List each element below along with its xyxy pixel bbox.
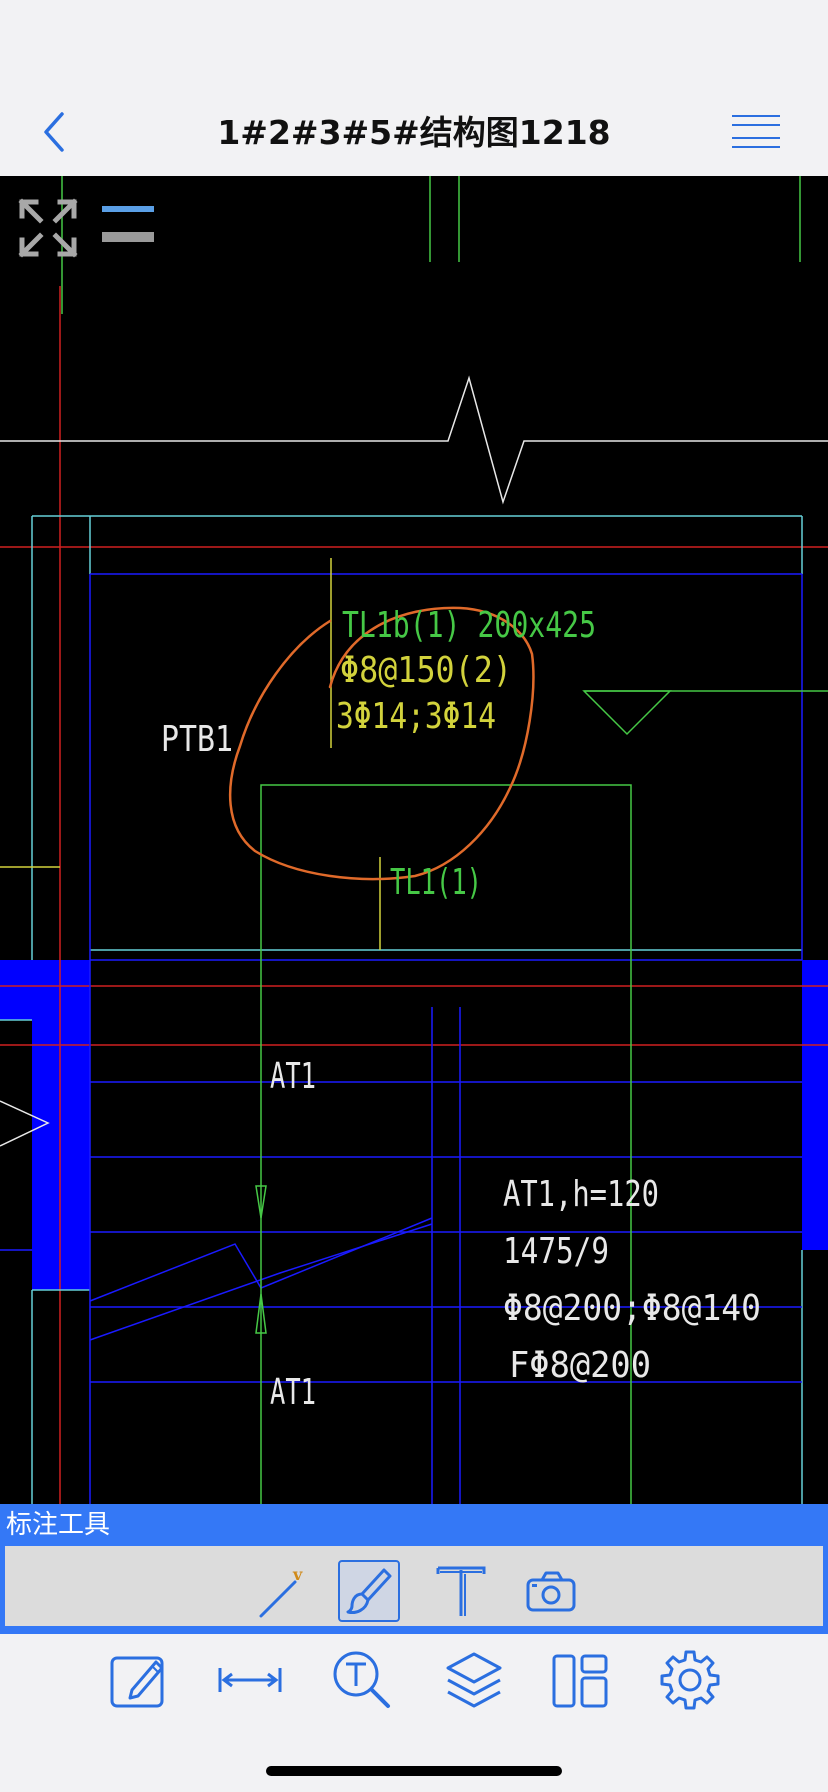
home-indicator[interactable] bbox=[266, 1766, 562, 1776]
settings-button[interactable] bbox=[658, 1648, 722, 1712]
layers-button[interactable] bbox=[442, 1648, 506, 1712]
stair-spec-line-4: FΦ8@200 bbox=[509, 1345, 651, 1386]
layer-toggle-button[interactable] bbox=[100, 202, 156, 252]
chevron-left-icon bbox=[44, 112, 64, 152]
layers-icon bbox=[446, 1652, 502, 1708]
arrow-down-icon bbox=[255, 1185, 267, 1219]
navigation-bar: 1#2#3#5#结构图1218 bbox=[0, 0, 828, 176]
text-t-icon bbox=[436, 1566, 486, 1616]
stair-spec-line-2: 1475/9 bbox=[503, 1231, 609, 1272]
beam-label-tl1: TL1(1) bbox=[390, 862, 482, 903]
measure-button[interactable] bbox=[218, 1648, 282, 1712]
stair-run-outline bbox=[260, 784, 632, 1504]
arrow-up-icon bbox=[255, 1293, 267, 1334]
stair-break-symbol bbox=[89, 1223, 433, 1341]
back-button[interactable] bbox=[36, 104, 80, 160]
brush-icon bbox=[346, 1568, 392, 1614]
edit-icon bbox=[110, 1656, 164, 1708]
beam-rebar-label: 3Φ14;3Φ14 bbox=[336, 696, 496, 737]
wall-fill bbox=[0, 960, 32, 978]
bottom-toolbar bbox=[0, 1634, 828, 1792]
stair-label-at1-bottom: AT1 bbox=[270, 1372, 316, 1413]
layout-button[interactable] bbox=[548, 1648, 612, 1712]
break-line bbox=[0, 375, 828, 505]
svg-text:v: v bbox=[292, 1565, 303, 1584]
wall-fill bbox=[802, 960, 828, 1250]
stair-label-at1-top: AT1 bbox=[270, 1056, 316, 1097]
expand-icon bbox=[18, 198, 78, 258]
menu-button[interactable] bbox=[728, 110, 784, 154]
arrow-right-icon bbox=[0, 1100, 50, 1147]
gear-icon bbox=[660, 1650, 720, 1710]
camera-icon bbox=[526, 1571, 576, 1612]
measure-icon bbox=[218, 1668, 282, 1692]
stair-spec-line-1: AT1,h=120 bbox=[503, 1174, 659, 1215]
beam-stirrup-label: Φ8@150(2) bbox=[340, 650, 512, 691]
text-tool-button[interactable] bbox=[430, 1560, 492, 1622]
cad-drawing: TL1b(1) 200x425 Φ8@150(2) 3Φ14;3Φ14 TL1(… bbox=[0, 176, 828, 1504]
hamburger-menu-icon bbox=[732, 115, 780, 148]
cad-drawing-canvas[interactable]: TL1b(1) 200x425 Φ8@150(2) 3Φ14;3Φ14 TL1(… bbox=[0, 176, 828, 1504]
text-search-button[interactable] bbox=[330, 1648, 394, 1712]
page-title: 1#2#3#5#结构图1218 bbox=[217, 113, 611, 152]
stair-spec-line-3: Φ8@200;Φ8@140 bbox=[503, 1288, 761, 1329]
fullscreen-button[interactable] bbox=[16, 196, 80, 260]
line-pen-icon: v bbox=[259, 1565, 303, 1618]
annotation-tools-title: 标注工具 bbox=[6, 1510, 111, 1540]
layer-toggle-icon bbox=[102, 206, 154, 242]
annotation-tools-panel: v bbox=[0, 1546, 828, 1634]
annotation-tools-header: 标注工具 bbox=[0, 1504, 828, 1546]
annotation-tools-tray: v bbox=[5, 1546, 823, 1626]
brush-tool-button[interactable] bbox=[338, 1560, 400, 1622]
elevation-marker-icon bbox=[582, 690, 672, 736]
line-tool-button[interactable]: v bbox=[253, 1560, 315, 1622]
camera-tool-button[interactable] bbox=[520, 1560, 582, 1622]
edit-button[interactable] bbox=[106, 1648, 170, 1712]
beam-label-tl1b: TL1b(1) 200x425 bbox=[342, 605, 596, 646]
wall-fill bbox=[32, 1020, 90, 1290]
layout-icon bbox=[552, 1654, 608, 1708]
platform-label-ptb1: PTB1 bbox=[161, 719, 233, 760]
stair-break-symbol bbox=[89, 1217, 433, 1302]
markup-circle[interactable] bbox=[228, 606, 535, 881]
text-search-icon bbox=[333, 1651, 390, 1708]
